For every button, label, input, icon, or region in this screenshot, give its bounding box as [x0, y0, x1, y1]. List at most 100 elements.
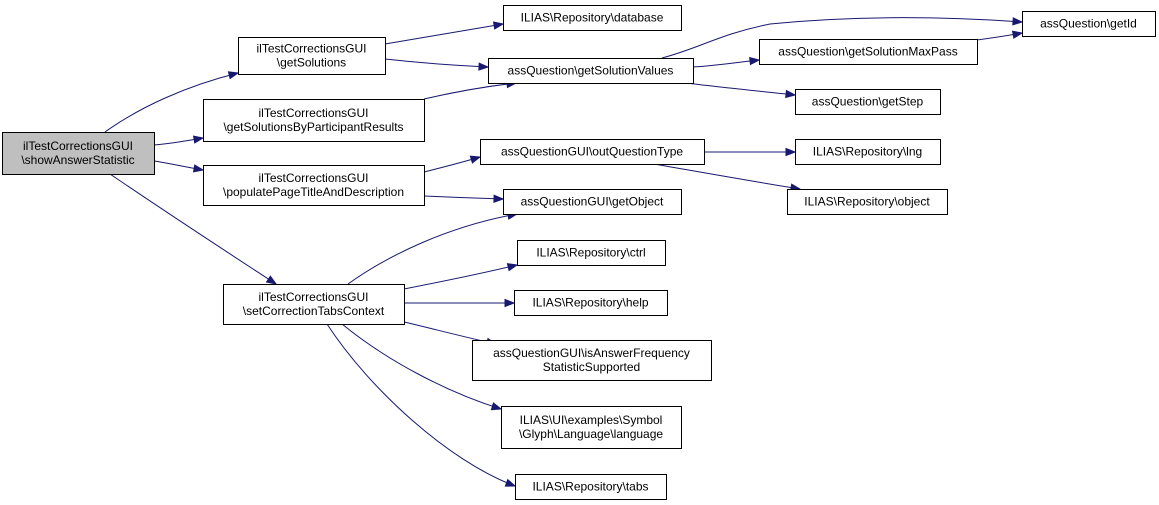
edge-line [326, 323, 516, 487]
edge-setCorrectionTabsContext-to-repoTabs [326, 323, 517, 487]
edge-line [653, 163, 801, 190]
edge-line [661, 17, 1023, 59]
edge-getSolutions-to-getSolutionValues [384, 58, 490, 71]
edge-populatePageTitleAndDescription-to-getObject [423, 194, 505, 203]
edge-arrowhead [478, 62, 490, 71]
edge-outQuestionType-to-repoLng [703, 147, 797, 157]
edge-getSolutionMaxPass-to-getId [976, 30, 1024, 41]
edge-arrowhead [1011, 30, 1024, 39]
node-repoTabs[interactable]: ILIAS\Repository\tabs [515, 474, 667, 500]
node-label-line: assQuestionGUI\outQuestionType [501, 145, 683, 159]
node-box [238, 37, 386, 75]
edge-line [685, 82, 796, 96]
node-repoHelp[interactable]: ILIAS\Repository\help [514, 290, 668, 316]
node-outQuestionType[interactable]: assQuestionGUI\outQuestionType [480, 139, 705, 165]
node-getSolutionValues[interactable]: assQuestion\getSolutionValues [488, 58, 694, 84]
node-isAnswerFrequency[interactable]: assQuestionGUI\isAnswerFrequencyStatisti… [472, 340, 712, 381]
edge-setCorrectionTabsContext-to-repoHelp [404, 298, 516, 308]
node-label-line: assQuestionGUI\getObject [521, 195, 664, 209]
node-box [488, 58, 694, 84]
node-label-line: assQuestion\getId [1040, 17, 1137, 31]
node-box [787, 189, 948, 215]
edge-arrowhead [1012, 17, 1024, 26]
node-repoCtrl[interactable]: ILIAS\Repository\ctrl [517, 240, 666, 266]
edge-arrowhead [227, 71, 240, 80]
node-label-line: ilTestCorrectionsGUI [258, 171, 368, 185]
node-repoLng[interactable]: ILIAS\Repository\lng [795, 139, 941, 165]
edge-getSolutionValues-to-getId [661, 17, 1024, 59]
edge-arrowhead [265, 275, 278, 285]
edge-line [347, 213, 518, 285]
node-label-line: \populatePageTitleAndDescription [223, 185, 404, 199]
node-box [1022, 11, 1156, 37]
node-label-line: \getSolutions [277, 56, 346, 70]
node-getSolutions[interactable]: ilTestCorrectionsGUI\getSolutions [238, 37, 386, 75]
edge-showAnswerStatistic-to-setCorrectionTabsContext [109, 173, 278, 285]
node-getSolutionMaxPass[interactable]: assQuestion\getSolutionMaxPass [759, 39, 978, 65]
node-box [795, 89, 941, 115]
edge-line [692, 59, 760, 68]
node-box [223, 284, 405, 325]
edge-arrowhead [492, 21, 505, 30]
node-label-line: \getSolutionsByParticipantResults [223, 120, 403, 134]
edge-arrowhead [490, 402, 503, 411]
edge-getSolutionValues-to-getStep [685, 82, 797, 99]
edge-line [104, 72, 239, 133]
node-setCorrectionTabsContext[interactable]: ilTestCorrectionsGUI\setCorrectionTabsCo… [223, 284, 405, 325]
node-symbolGlyph[interactable]: ILIAS\UI\examples\Symbol\Glyph\Language\… [501, 406, 682, 449]
nodes-layer: ilTestCorrectionsGUI\showAnswerStatistic… [2, 5, 1156, 500]
node-label-line: ILIAS\Repository\help [532, 296, 648, 310]
node-label-line: assQuestion\getSolutionMaxPass [778, 45, 957, 59]
edge-populatePageTitleAndDescription-to-outQuestionType [423, 155, 482, 173]
node-label-line: \showAnswerStatistic [21, 153, 134, 167]
node-label-line: ilTestCorrectionsGUI [23, 139, 133, 153]
edge-line [403, 264, 518, 290]
node-repoDatabase[interactable]: ILIAS\Repository\database [503, 5, 682, 31]
node-label-line: \setCorrectionTabsContext [243, 304, 385, 318]
edge-arrowhead [785, 89, 797, 99]
node-box [795, 139, 941, 165]
node-box [503, 189, 682, 215]
node-label-line: ILIAS\Repository\ctrl [536, 246, 645, 260]
node-getObject[interactable]: assQuestionGUI\getObject [503, 189, 682, 215]
node-box [2, 132, 155, 175]
node-label-line: ilTestCorrectionsGUI [258, 290, 368, 304]
node-box [472, 340, 712, 381]
node-label-line: assQuestionGUI\isAnswerFrequency [493, 346, 690, 360]
edge-line [384, 58, 489, 68]
node-label-line: ilTestCorrectionsGUI [258, 106, 368, 120]
edge-line [109, 173, 277, 285]
edge-outQuestionType-to-repoObject [653, 163, 802, 192]
node-getSolutionsByParticipantResults[interactable]: ilTestCorrectionsGUI\getSolutionsByParti… [203, 99, 425, 142]
node-label-line: ILIAS\Repository\tabs [532, 480, 648, 494]
edge-getSolutionValues-to-getSolutionMaxPass [692, 56, 761, 68]
node-label-line: assQuestion\getSolutionValues [508, 64, 674, 78]
edge-getSolutions-to-repoDatabase [384, 21, 505, 45]
node-getId[interactable]: assQuestion\getId [1022, 11, 1156, 37]
edge-arrowhead [504, 478, 517, 487]
edge-setCorrectionTabsContext-to-repoCtrl [403, 263, 519, 290]
edge-showAnswerStatistic-to-getSolutionsByParticipantResults [153, 135, 205, 146]
node-showAnswerStatistic[interactable]: ilTestCorrectionsGUI\showAnswerStatistic [2, 132, 155, 175]
edge-line [423, 195, 504, 200]
edge-arrowhead [749, 56, 761, 66]
edge-arrowhead [504, 298, 516, 308]
edge-line [384, 23, 504, 45]
node-box [203, 165, 425, 206]
edge-setCorrectionTabsContext-to-getObject [347, 211, 519, 285]
edge-arrowhead [192, 135, 205, 144]
edge-showAnswerStatistic-to-populatePageTitleAndDescription [153, 160, 205, 173]
node-repoObject[interactable]: ILIAS\Repository\object [787, 189, 948, 215]
node-box [203, 99, 425, 142]
node-box [501, 406, 682, 449]
node-getStep[interactable]: assQuestion\getStep [795, 89, 941, 115]
node-label-line: ILIAS\Repository\object [804, 195, 930, 209]
node-box [514, 290, 668, 316]
node-populatePageTitleAndDescription[interactable]: ilTestCorrectionsGUI\populatePageTitleAn… [203, 165, 425, 206]
node-label-line: ILIAS\Repository\lng [813, 145, 922, 159]
edge-line [423, 82, 517, 100]
node-label-line: ilTestCorrectionsGUI [256, 42, 366, 56]
edge-arrowhead [493, 194, 505, 203]
